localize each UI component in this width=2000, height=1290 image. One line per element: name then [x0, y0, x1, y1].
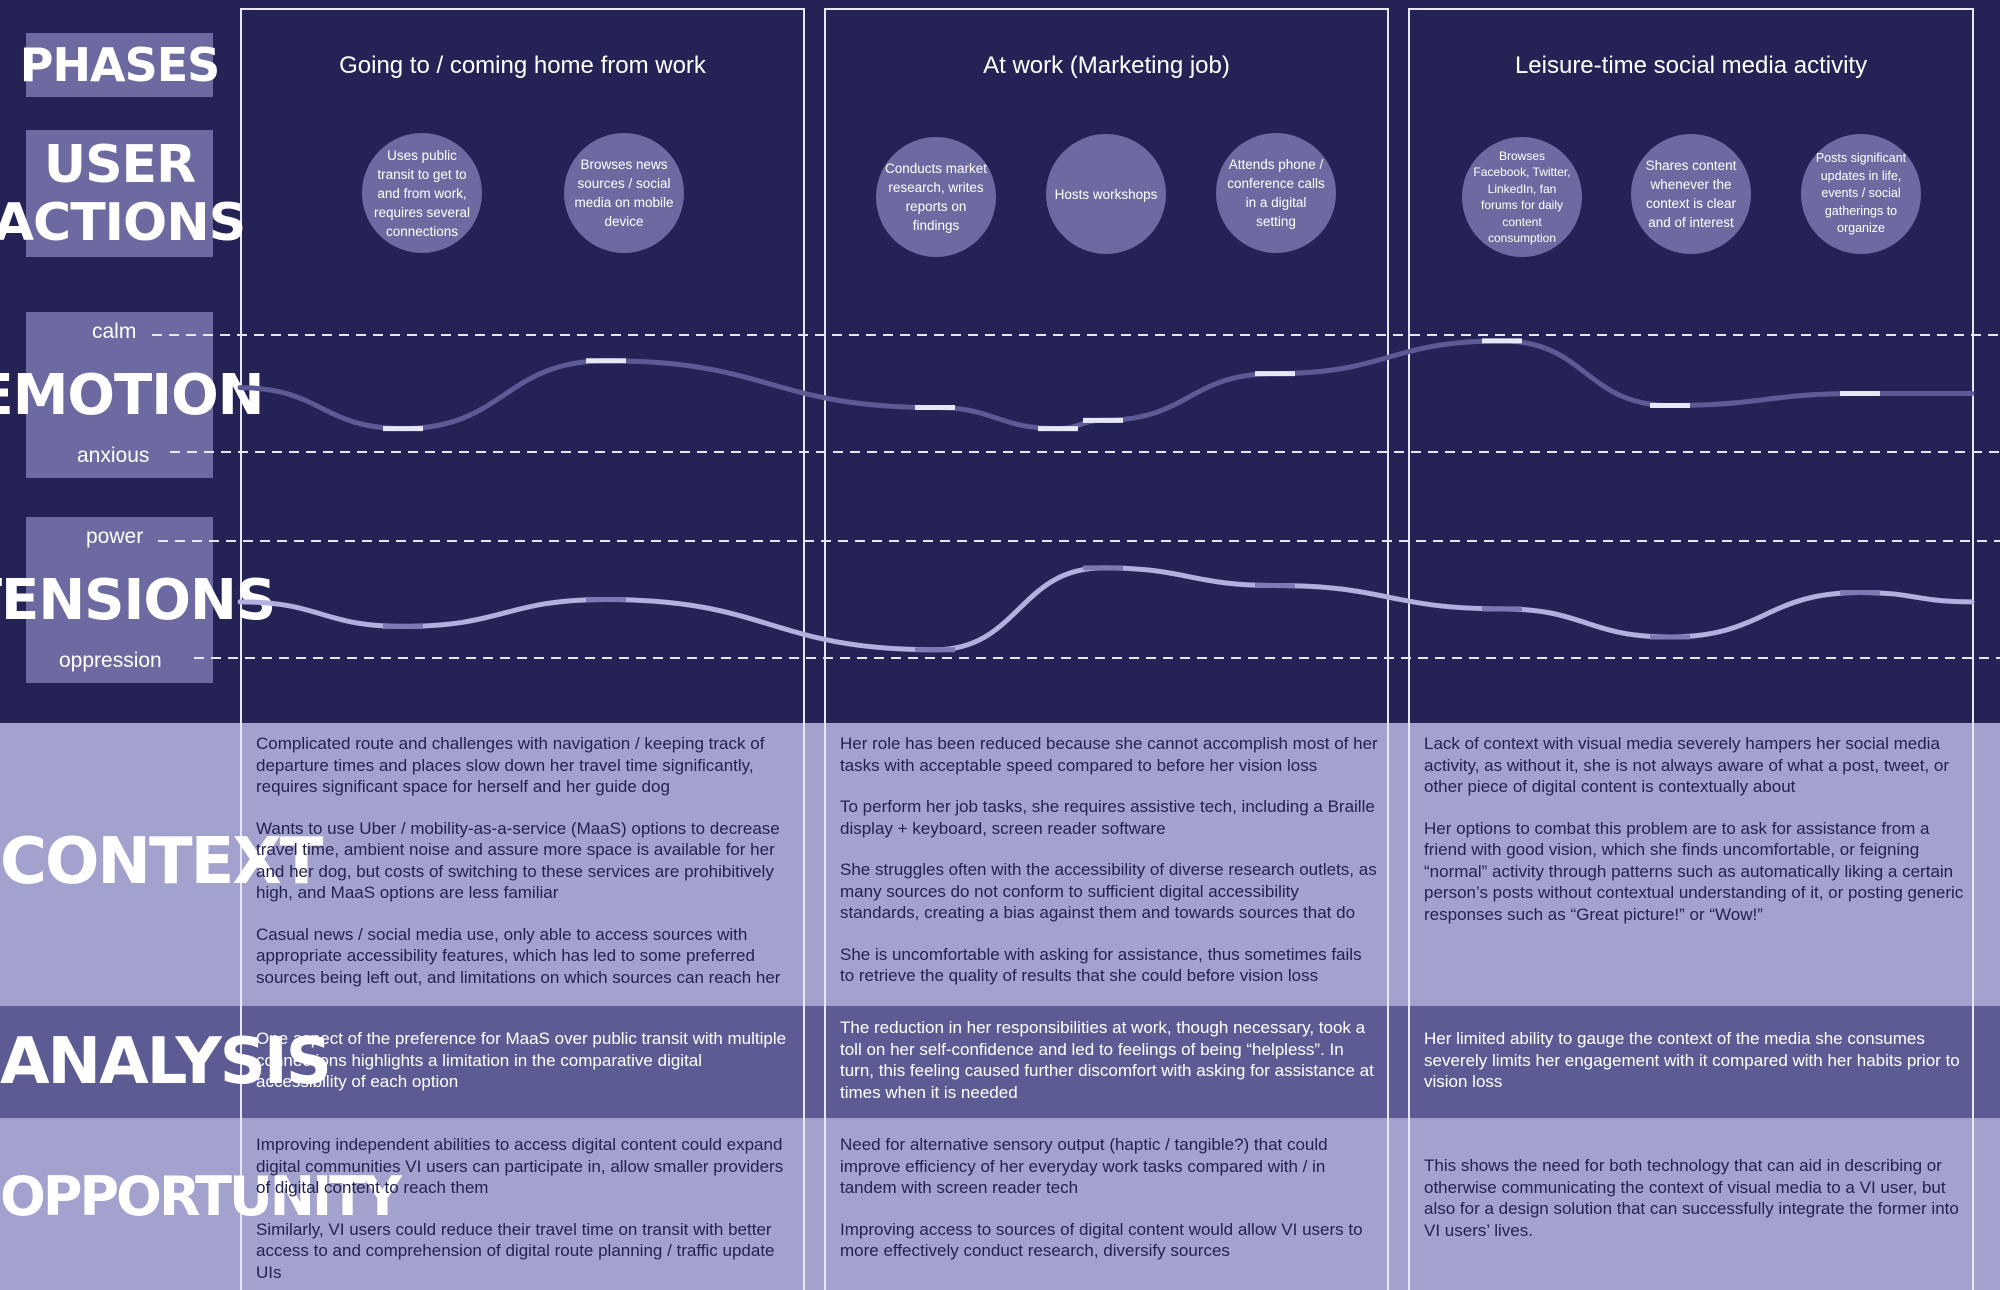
analysis-leisure: Her limited ability to gauge the context… [1424, 1028, 1964, 1093]
guide-lines [152, 334, 2000, 659]
context-label: CONTEXT [0, 825, 323, 899]
analysis-commute: One aspect of the preference for MaaS ov… [256, 1028, 796, 1093]
opportunity-band [0, 1118, 2000, 1290]
user-actions-label-line2: ACTIONS [0, 192, 246, 253]
phases-label-text: PHASES [19, 38, 220, 92]
phases-label: PHASES [20, 33, 220, 97]
context-paragraph: To perform her job tasks, she requires a… [840, 797, 1375, 838]
user-actions-label-line1: USER [43, 134, 196, 195]
action-bubble-workshops: Hosts workshops [1046, 134, 1166, 254]
opportunity-label: OPPORTUNITY [0, 1165, 402, 1228]
phase-title-leisure: Leisure-time social media activity [1514, 52, 1868, 79]
action-bubble-market-research: Conducts market research, writes reports… [876, 137, 996, 257]
analysis-band [0, 1006, 2000, 1118]
curves-svg [152, 334, 2000, 659]
opportunity-leisure: This shows the need for both technology … [1424, 1155, 1964, 1241]
action-bubble-transit: Uses public transit to get to and from w… [362, 133, 482, 253]
context-band [0, 723, 2000, 1006]
phase-column-leisure [1408, 8, 1974, 1290]
context-paragraph: Complicated route and challenges with na… [256, 734, 765, 796]
analysis-paragraph: The reduction in her responsibilities at… [840, 1018, 1374, 1102]
phase-column-work [824, 8, 1389, 1290]
opportunity-work: Need for alternative sensory output (hap… [840, 1134, 1380, 1262]
action-bubble-text: Browses news sources / social media on m… [574, 157, 674, 229]
opportunity-paragraph: Improving access to sources of digital c… [840, 1219, 1363, 1261]
action-bubble-text: Posts significant updates in life, event… [1815, 151, 1907, 236]
tension-scale-oppression: oppression [59, 649, 162, 672]
opportunity-paragraph: Similarly, VI users could reduce their t… [256, 1219, 775, 1282]
action-bubble-conference-calls: Attends phone / conference calls in a di… [1216, 133, 1336, 253]
context-paragraph: Lack of context with visual media severe… [1424, 734, 1950, 796]
tensions-label: power TENSIONS oppression [0, 517, 276, 683]
action-bubble-text: Attends phone / conference calls in a di… [1227, 157, 1325, 229]
tensions-label-text: TENSIONS [0, 567, 276, 633]
action-bubble-text: Hosts workshops [1054, 186, 1158, 202]
action-bubble-text: Browses Facebook, Twitter, LinkedIn, fan… [1473, 148, 1571, 246]
emotion-markers [383, 338, 1880, 432]
opportunity-paragraph: Need for alternative sensory output (hap… [840, 1135, 1328, 1197]
user-actions-label-text: USER ACTIONS [0, 134, 246, 253]
user-actions-label: USER ACTIONS [0, 130, 246, 257]
opportunity-paragraph: Improving independent abilities to acces… [256, 1135, 784, 1197]
context-paragraph: Her options to combat this problem are t… [1424, 818, 1964, 924]
action-bubble-post-updates: Posts significant updates in life, event… [1801, 134, 1921, 254]
context-paragraph: Wants to use Uber / mobility-as-a-servic… [256, 818, 780, 903]
context-paragraph: She struggles often with the accessibili… [840, 860, 1377, 922]
emotion-label-text: EMOTION [0, 362, 265, 428]
opportunity-paragraph: This shows the need for both technology … [1424, 1156, 1959, 1240]
phase-title-commute: Going to / coming home from work [339, 52, 706, 79]
phase-column-commute [240, 8, 805, 1290]
analysis-label: ANALYSIS [0, 1025, 332, 1099]
context-work: Her role has been reduced because she ca… [840, 733, 1380, 987]
action-bubble-text: Conducts market research, writes reports… [884, 161, 988, 233]
context-paragraph: She is uncomfortable with asking for ass… [840, 944, 1362, 986]
action-bubble-share-content: Shares content whenever the context is c… [1631, 134, 1751, 254]
action-bubble-browse-news: Browses news sources / social media on m… [564, 133, 684, 253]
analysis-work: The reduction in her responsibilities at… [840, 1017, 1380, 1103]
context-paragraph: Casual news / social media use, only abl… [256, 924, 781, 987]
context-commute: Complicated route and challenges with na… [256, 733, 796, 988]
context-paragraph: Her role has been reduced because she ca… [840, 734, 1378, 775]
analysis-paragraph: Her limited ability to gauge the context… [1424, 1029, 1960, 1091]
phase-title-work: At work (Marketing job) [983, 52, 1230, 79]
opportunity-commute: Improving independent abilities to acces… [256, 1134, 796, 1283]
tension-markers [383, 565, 1880, 653]
emotion-scale-calm: calm [92, 320, 137, 343]
emotion-label: calm EMOTION anxious [0, 312, 265, 478]
action-bubble-browse-social: Browses Facebook, Twitter, LinkedIn, fan… [1462, 137, 1582, 257]
action-bubble-text: Uses public transit to get to and from w… [373, 147, 471, 239]
emotion-curve [237, 338, 1975, 432]
tension-curve [237, 565, 1975, 653]
top-band [0, 0, 2000, 723]
emotion-scale-anxious: anxious [77, 444, 150, 467]
tension-scale-power: power [86, 525, 144, 548]
context-leisure: Lack of context with visual media severe… [1424, 733, 1964, 925]
action-bubble-text: Shares content whenever the context is c… [1645, 158, 1737, 230]
analysis-paragraph: One aspect of the preference for MaaS ov… [256, 1029, 787, 1091]
